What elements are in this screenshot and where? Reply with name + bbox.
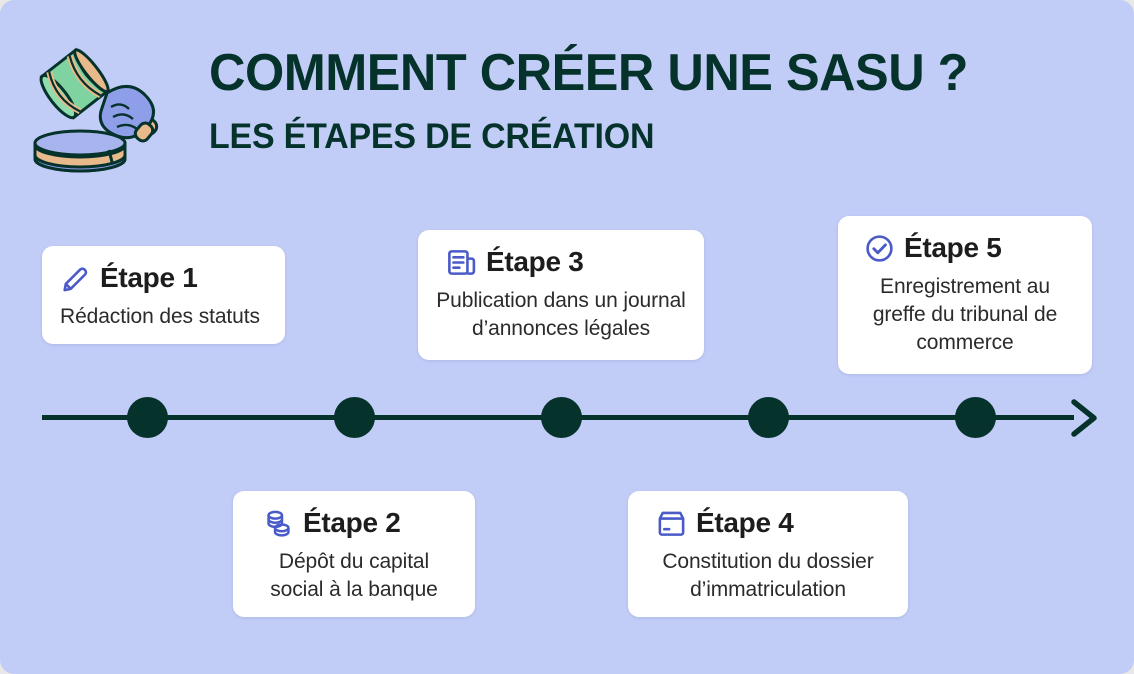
header: COMMENT CRÉER UNE SASU ? LES ÉTAPES DE C… [0, 0, 1134, 200]
timeline-dot-3 [541, 397, 582, 438]
page-subtitle: LES ÉTAPES DE CRÉATION [209, 117, 655, 156]
step-card-5-head: Étape 5 [856, 232, 1074, 264]
step-card-4[interactable]: Étape 4 Constitution du dossier d’immatr… [628, 491, 908, 617]
coins-icon [267, 510, 290, 537]
step-card-4-description: Constitution du dossier d’immatriculatio… [662, 550, 874, 601]
newspaper-icon [448, 249, 476, 275]
step-card-3[interactable]: Étape 3 Publication dans un journal d’an… [418, 230, 704, 360]
step-card-2[interactable]: Étape 2 Dépôt du capital social à la ban… [233, 491, 475, 617]
pencil-icon [63, 266, 88, 291]
step-card-3-description: Publication dans un journal d’annonces l… [436, 289, 686, 340]
step-card-5-title: Étape 5 [904, 232, 1002, 263]
step-card-2-title: Étape 2 [303, 507, 401, 538]
step-card-2-description: Dépôt du capital social à la banque [270, 550, 438, 601]
step-card-1[interactable]: Étape 1 Rédaction des statuts [42, 246, 285, 344]
step-card-2-head: Étape 2 [251, 507, 457, 539]
step-card-1-description: Rédaction des statuts [60, 305, 260, 328]
timeline-dot-5 [955, 397, 996, 438]
arrow-right-icon [1071, 399, 1097, 437]
timeline-dot-1 [127, 397, 168, 438]
timeline-dot-4 [748, 397, 789, 438]
gavel-illustration [33, 47, 159, 173]
step-card-5[interactable]: Étape 5 Enregistrement au greffe du trib… [838, 216, 1092, 374]
inbox-icon [658, 511, 685, 536]
step-card-5-description: Enregistrement au greffe du tribunal de … [872, 275, 1058, 354]
page-title: COMMENT CRÉER UNE SASU ? [209, 44, 969, 102]
timeline-dot-2 [334, 397, 375, 438]
step-card-3-title: Étape 3 [486, 246, 584, 277]
check-circle-icon [866, 234, 893, 262]
step-card-4-head: Étape 4 [646, 507, 890, 539]
step-card-3-head: Étape 3 [436, 246, 686, 278]
step-card-4-title: Étape 4 [696, 507, 794, 538]
step-card-1-head: Étape 1 [60, 262, 267, 294]
timeline-line [42, 415, 1074, 420]
title-block: COMMENT CRÉER UNE SASU ? LES ÉTAPES DE C… [209, 42, 1069, 158]
step-card-1-title: Étape 1 [100, 262, 198, 293]
